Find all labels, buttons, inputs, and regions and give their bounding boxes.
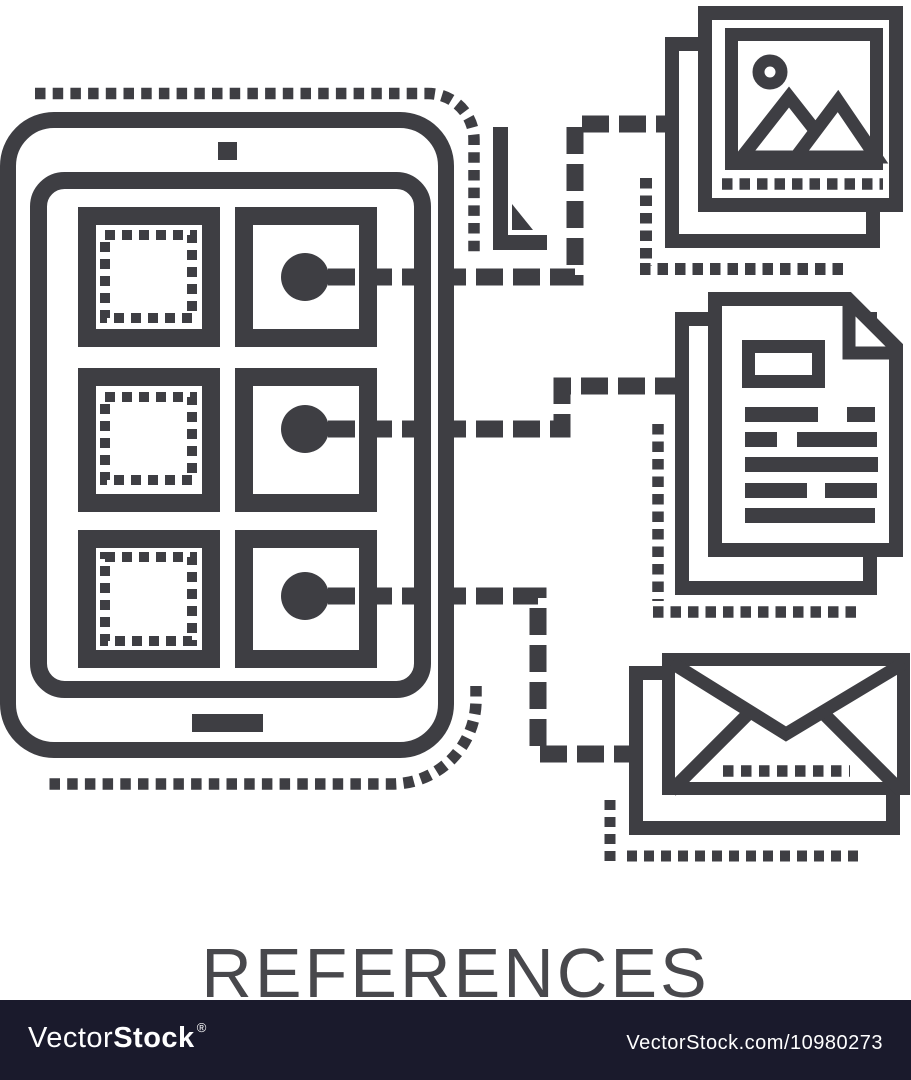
text-line xyxy=(745,432,777,447)
radio-circle-2 xyxy=(281,405,329,453)
connector-to-document xyxy=(328,377,676,438)
radio-circle-1 xyxy=(281,253,329,301)
brand-bold: Stock xyxy=(113,1022,195,1054)
radio-circle-3 xyxy=(281,572,329,620)
dashed-selection-square-3 xyxy=(100,552,197,646)
text-line xyxy=(745,483,807,498)
tablet-dotted-bottom-right xyxy=(48,686,482,790)
dashed-selection-square-2 xyxy=(100,392,197,485)
envelope-bottom-fold-right xyxy=(815,705,906,796)
tablet-camera-dot xyxy=(218,142,237,160)
vectorstock-logo: VectorStock® xyxy=(28,1020,207,1055)
text-line xyxy=(797,432,877,447)
text-line xyxy=(825,483,877,498)
registered-mark: ® xyxy=(196,1020,207,1035)
watermark-banner: VectorStock® VectorStock.com/10980273 xyxy=(0,1000,911,1080)
brand-light: Vector xyxy=(28,1022,114,1054)
tile-radio-2 xyxy=(235,368,377,512)
document-text-lines xyxy=(745,407,878,523)
envelope-flap xyxy=(668,657,908,742)
dashed-connector-lines xyxy=(328,115,676,763)
envelope-bottom-fold-left xyxy=(666,705,757,796)
dotted-outline-accents xyxy=(35,87,482,790)
document-folded-corner xyxy=(842,300,895,360)
dashed-selection-square-1 xyxy=(100,230,197,323)
text-line xyxy=(745,407,818,422)
ruler-vertical-bar xyxy=(493,127,508,250)
tablet-home-bar xyxy=(192,714,263,732)
picture-stack-icon xyxy=(640,6,903,275)
ruler-triangle xyxy=(512,204,533,230)
ruler-horizontal-bar xyxy=(493,235,547,250)
tablet-dotted-top-right xyxy=(35,87,480,256)
tile-placeholder-2 xyxy=(78,368,220,512)
connector-to-envelope xyxy=(328,587,636,763)
photo-content xyxy=(725,28,889,170)
caption-references: REFERENCES xyxy=(201,934,710,1012)
document-title-box xyxy=(742,340,825,388)
document-stack-icon xyxy=(652,292,903,618)
tile-placeholder-1 xyxy=(78,207,220,347)
credit-url: VectorStock.com/10980273 xyxy=(626,1032,883,1054)
envelope-stack-icon xyxy=(604,653,910,863)
connector-to-picture xyxy=(328,115,666,286)
photo-frame xyxy=(725,28,883,170)
corner-ruler-icon xyxy=(493,127,547,250)
text-line xyxy=(847,407,875,422)
tile-placeholder-3 xyxy=(78,530,220,668)
text-line xyxy=(745,508,875,523)
tablet-wireframe-icon xyxy=(0,87,482,790)
sun-icon xyxy=(752,54,788,90)
text-line xyxy=(745,457,878,472)
